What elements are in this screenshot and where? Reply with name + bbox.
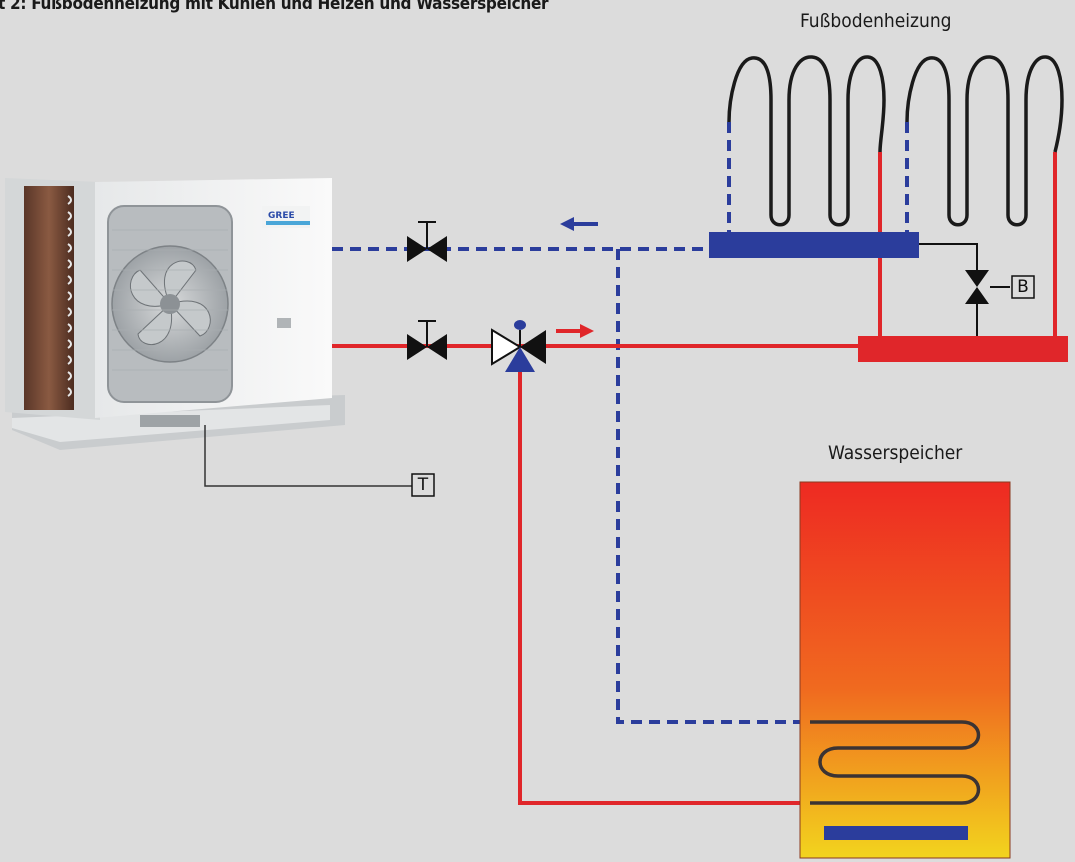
sensor-t-box	[411, 473, 435, 497]
flow-arrow-return-icon	[560, 217, 598, 231]
gree-logo-text: GREE	[268, 211, 295, 221]
floor-heating-coils	[727, 55, 1064, 227]
flow-arrow-supply-icon	[556, 324, 594, 338]
floor-heating-label: Fußbodenheizung	[800, 10, 952, 32]
sensor-t-label: T	[417, 475, 429, 495]
floor-coil-1	[727, 55, 886, 227]
supply-pipe-tank-branch	[518, 370, 810, 805]
valve-b-box	[1011, 275, 1035, 299]
sensor-line	[204, 425, 412, 487]
tank-electric-heater	[824, 826, 968, 840]
diagram-title: t 2: Fußbodenheizung mit Kühlen und Heiz…	[0, 0, 549, 14]
shutoff-valve-supply-icon	[407, 320, 447, 360]
shutoff-valve-return-icon	[407, 221, 447, 262]
supply-manifold	[858, 336, 1068, 362]
valve-b-label: B	[1017, 277, 1029, 297]
condenser-coil	[24, 186, 74, 410]
tank-heat-exchanger-coil	[810, 720, 981, 805]
unit-handle	[277, 318, 291, 328]
water-tank	[799, 481, 1011, 859]
return-manifold	[709, 232, 919, 258]
outdoor-heat-pump-unit: GREE	[5, 178, 345, 450]
water-tank-label: Wasserspeicher	[828, 442, 963, 464]
bypass-valve-icon	[965, 270, 989, 304]
three-way-valve-icon	[491, 320, 546, 372]
coil-bends	[67, 195, 72, 397]
bypass-line	[918, 243, 1010, 336]
floor-coil-2	[905, 55, 1064, 227]
